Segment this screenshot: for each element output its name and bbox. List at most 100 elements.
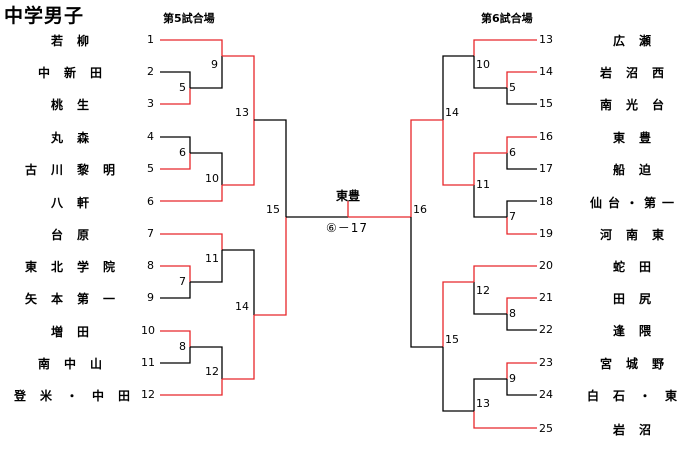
seed-number: 10 bbox=[141, 324, 155, 337]
match-number: 16 bbox=[413, 203, 427, 216]
seed-number: 15 bbox=[539, 97, 553, 110]
match-number: 5 bbox=[179, 81, 186, 94]
team-name: 増田 bbox=[50, 325, 103, 339]
bracket-line bbox=[410, 217, 443, 348]
seed-number: 16 bbox=[539, 130, 553, 143]
seed-number: 4 bbox=[147, 130, 154, 143]
team-name: 田尻 bbox=[612, 292, 665, 306]
match-number: 11 bbox=[476, 178, 490, 191]
team-name: 東豊 bbox=[612, 131, 665, 145]
team-name: 蛇田 bbox=[612, 260, 665, 274]
seed-number: 17 bbox=[539, 162, 553, 175]
bracket-line bbox=[506, 200, 537, 217]
seed-number: 9 bbox=[147, 291, 154, 304]
match-number: 15 bbox=[266, 203, 280, 216]
seed-number: 6 bbox=[147, 195, 154, 208]
bracket-line bbox=[473, 282, 507, 315]
seed-number: 5 bbox=[147, 162, 154, 175]
bracket-line bbox=[160, 39, 223, 56]
team-name: 古川黎明 bbox=[24, 163, 129, 177]
match-number: 12 bbox=[476, 284, 490, 297]
bracket-line bbox=[160, 265, 191, 282]
bracket-line bbox=[410, 119, 443, 217]
bracket-line bbox=[473, 265, 537, 282]
team-name: 台原 bbox=[50, 228, 103, 242]
match-number: 10 bbox=[205, 172, 219, 185]
final-winner: 東豊 bbox=[336, 189, 361, 203]
bracket-line bbox=[190, 152, 223, 185]
seed-number: 7 bbox=[147, 227, 154, 240]
seed-number: 21 bbox=[539, 291, 553, 304]
team-name: 宮城野 bbox=[599, 357, 678, 371]
match-number: 9 bbox=[509, 372, 516, 385]
team-name: 中新田 bbox=[37, 66, 116, 80]
bracket-line bbox=[160, 136, 191, 153]
match-number: 9 bbox=[211, 58, 218, 71]
bracket-line bbox=[506, 88, 537, 105]
match-number: 12 bbox=[205, 365, 219, 378]
seed-number: 2 bbox=[147, 65, 154, 78]
bracket-line bbox=[160, 379, 223, 396]
team-name: 南中山 bbox=[37, 357, 116, 371]
match-number: 13 bbox=[476, 397, 490, 410]
match-number: 7 bbox=[509, 210, 516, 223]
bracket-line bbox=[473, 56, 507, 89]
venue-label-right: 第6試合場 bbox=[481, 12, 533, 25]
match-number: 14 bbox=[445, 106, 459, 119]
bracket-line bbox=[222, 315, 255, 380]
bracket-line bbox=[442, 120, 474, 186]
match-number: 10 bbox=[476, 58, 490, 71]
match-number: 13 bbox=[235, 106, 249, 119]
team-name: 桃生 bbox=[50, 98, 103, 112]
team-name: 広瀬 bbox=[612, 34, 665, 48]
match-number: 5 bbox=[509, 81, 516, 94]
team-name: 若柳 bbox=[50, 34, 103, 48]
match-number: 8 bbox=[509, 307, 516, 320]
bracket-line bbox=[473, 411, 537, 429]
match-number: 15 bbox=[445, 333, 459, 346]
bracket-line bbox=[160, 347, 191, 364]
bracket-line bbox=[442, 347, 474, 412]
team-name: 船迫 bbox=[612, 163, 665, 177]
bracket-line bbox=[222, 249, 255, 315]
seed-number: 11 bbox=[141, 356, 155, 369]
team-name: 河南東 bbox=[599, 228, 678, 242]
seed-number: 23 bbox=[539, 356, 553, 369]
bracket-line bbox=[222, 120, 255, 186]
bracket-line bbox=[160, 88, 191, 105]
bracket-line bbox=[160, 71, 191, 88]
match-number: 14 bbox=[235, 300, 249, 313]
seed-number: 22 bbox=[539, 323, 553, 336]
bracket-line bbox=[506, 314, 537, 331]
team-name: 八軒 bbox=[50, 196, 103, 210]
seed-number: 20 bbox=[539, 259, 553, 272]
bracket-line bbox=[160, 153, 191, 170]
bracket-line bbox=[506, 217, 537, 235]
bracket-line bbox=[160, 185, 223, 202]
bracket-line bbox=[190, 250, 223, 283]
team-name: 逢隈 bbox=[612, 324, 665, 338]
match-number: 7 bbox=[179, 275, 186, 288]
bracket-line bbox=[506, 379, 537, 396]
team-name: 南光台 bbox=[599, 98, 678, 112]
seed-number: 19 bbox=[539, 227, 553, 240]
team-name: 丸森 bbox=[50, 131, 103, 145]
team-name: 東北学院 bbox=[24, 260, 129, 274]
bracket-line bbox=[506, 362, 537, 379]
bracket-line bbox=[190, 346, 223, 379]
bracket-line bbox=[442, 55, 474, 120]
bracket-line bbox=[160, 233, 223, 250]
bracket-line bbox=[473, 185, 507, 218]
seed-number: 24 bbox=[539, 388, 553, 401]
match-number: 8 bbox=[179, 340, 186, 353]
seed-number: 8 bbox=[147, 259, 154, 272]
team-name: 岩沼 bbox=[612, 423, 665, 437]
team-name: 矢本第一 bbox=[24, 292, 129, 306]
seed-number: 13 bbox=[539, 33, 553, 46]
final-score: ⑥－17 bbox=[326, 221, 369, 235]
seed-number: 3 bbox=[147, 97, 154, 110]
seed-number: 12 bbox=[141, 388, 155, 401]
bracket-line bbox=[442, 281, 474, 347]
team-name: 仙台・第一 bbox=[589, 196, 680, 210]
